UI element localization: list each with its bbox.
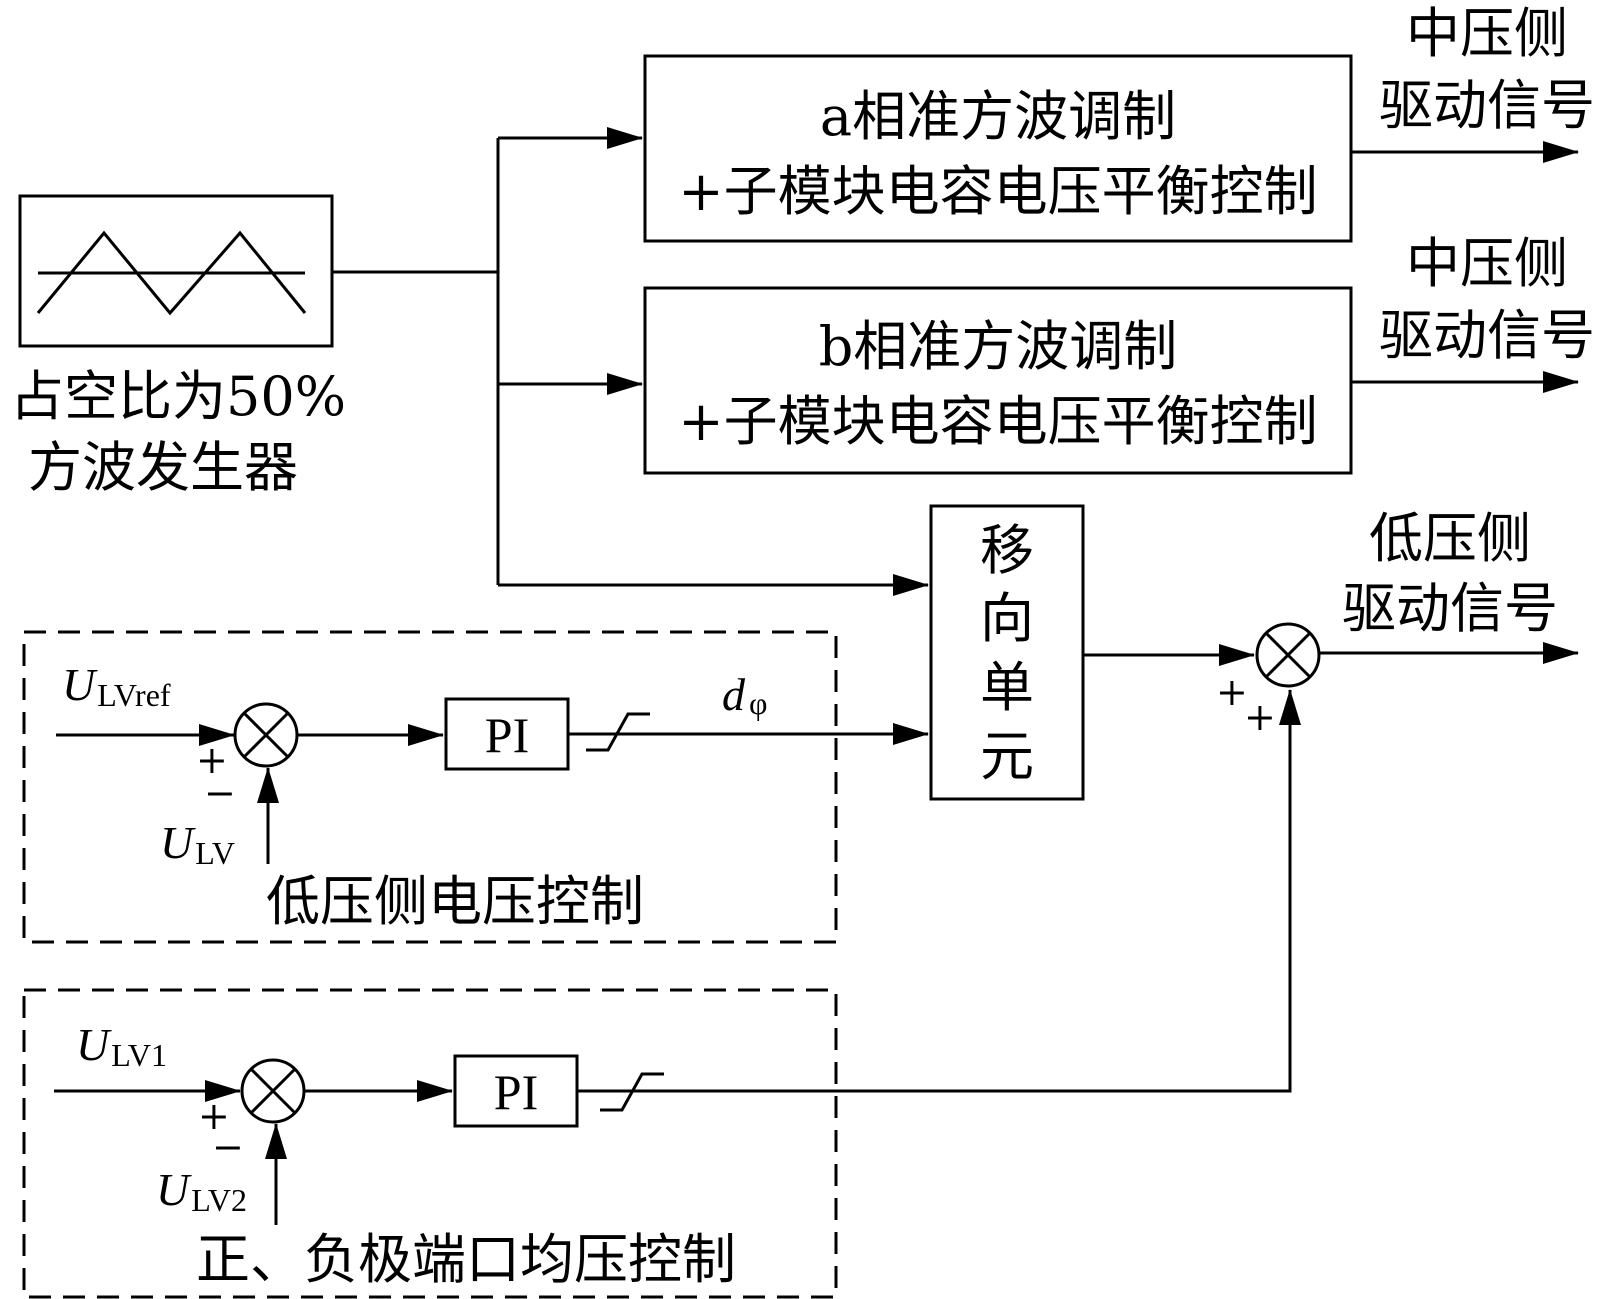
lv-control-title: 低压侧电压控制 bbox=[266, 870, 644, 933]
modulator-b-block: b相准方波调制 +子模块电容电压平衡控制 bbox=[643, 286, 1353, 475]
mv-signal-a-line2: 驱动信号 bbox=[1379, 74, 1595, 137]
square-wave-generator bbox=[18, 194, 334, 348]
mv-signal-a-line1: 中压侧 bbox=[1406, 2, 1568, 65]
modulator-b-line1: b相准方波调制 bbox=[819, 315, 1178, 378]
lv-signal-line1: 低压侧 bbox=[1369, 507, 1531, 570]
balance-control-group bbox=[22, 988, 838, 1299]
phase-shift-unit-block: 移 向 单 元 bbox=[929, 504, 1085, 801]
lv-signal-line2: 驱动信号 bbox=[1342, 577, 1558, 640]
modulator-a-line1: a相准方波调制 bbox=[820, 85, 1176, 148]
lv-summer-minus: − bbox=[204, 771, 236, 815]
generator-label-line2: 方波发生器 bbox=[28, 436, 298, 499]
modulator-b-line2: +子模块电容电压平衡控制 bbox=[678, 390, 1317, 453]
phase-shift-char-1: 移 bbox=[980, 519, 1034, 582]
lv-feedback-label: ULV bbox=[160, 817, 235, 871]
final-summer-sign-b: + bbox=[1244, 695, 1276, 739]
balance-summer-minus: − bbox=[212, 1125, 244, 1169]
lv-ref-label: ULVref bbox=[62, 659, 171, 713]
lv-pi-label: PI bbox=[485, 707, 529, 763]
balance-feedback-label: ULV2 bbox=[156, 1164, 247, 1218]
phase-shift-char-2: 向 bbox=[980, 587, 1034, 650]
lv-pi-controller: PI bbox=[444, 697, 570, 771]
balance-pi-label: PI bbox=[494, 1064, 538, 1120]
lv-control-group bbox=[22, 630, 838, 944]
balance-control-title: 正、负极端口均压控制 bbox=[196, 1228, 736, 1291]
mv-signal-b-line2: 驱动信号 bbox=[1379, 304, 1595, 367]
modulator-a-block: a相准方波调制 +子模块电容电压平衡控制 bbox=[643, 54, 1353, 243]
arrow-balance-to-final-summer bbox=[577, 689, 1301, 1093]
generator-label-line1: 占空比为50% bbox=[10, 365, 346, 428]
final-summer bbox=[1255, 622, 1321, 688]
mv-signal-b-line1: 中压侧 bbox=[1406, 232, 1568, 295]
triangle-carrier-icon bbox=[36, 230, 307, 316]
phase-shift-char-4: 元 bbox=[980, 725, 1034, 788]
modulator-a-line2: +子模块电容电压平衡控制 bbox=[678, 160, 1317, 223]
balance-pi-controller: PI bbox=[453, 1054, 579, 1128]
balance-ref-label: ULV1 bbox=[76, 1019, 167, 1073]
phase-shift-char-3: 单 bbox=[980, 656, 1034, 719]
balance-summer-plus: + bbox=[198, 1094, 230, 1138]
balance-summer bbox=[240, 1058, 306, 1124]
lv-summer-plus: + bbox=[196, 738, 228, 782]
final-summer-sign-a: + bbox=[1216, 670, 1248, 714]
lv-summer bbox=[233, 702, 299, 768]
lv-limiter-icon bbox=[586, 712, 650, 752]
